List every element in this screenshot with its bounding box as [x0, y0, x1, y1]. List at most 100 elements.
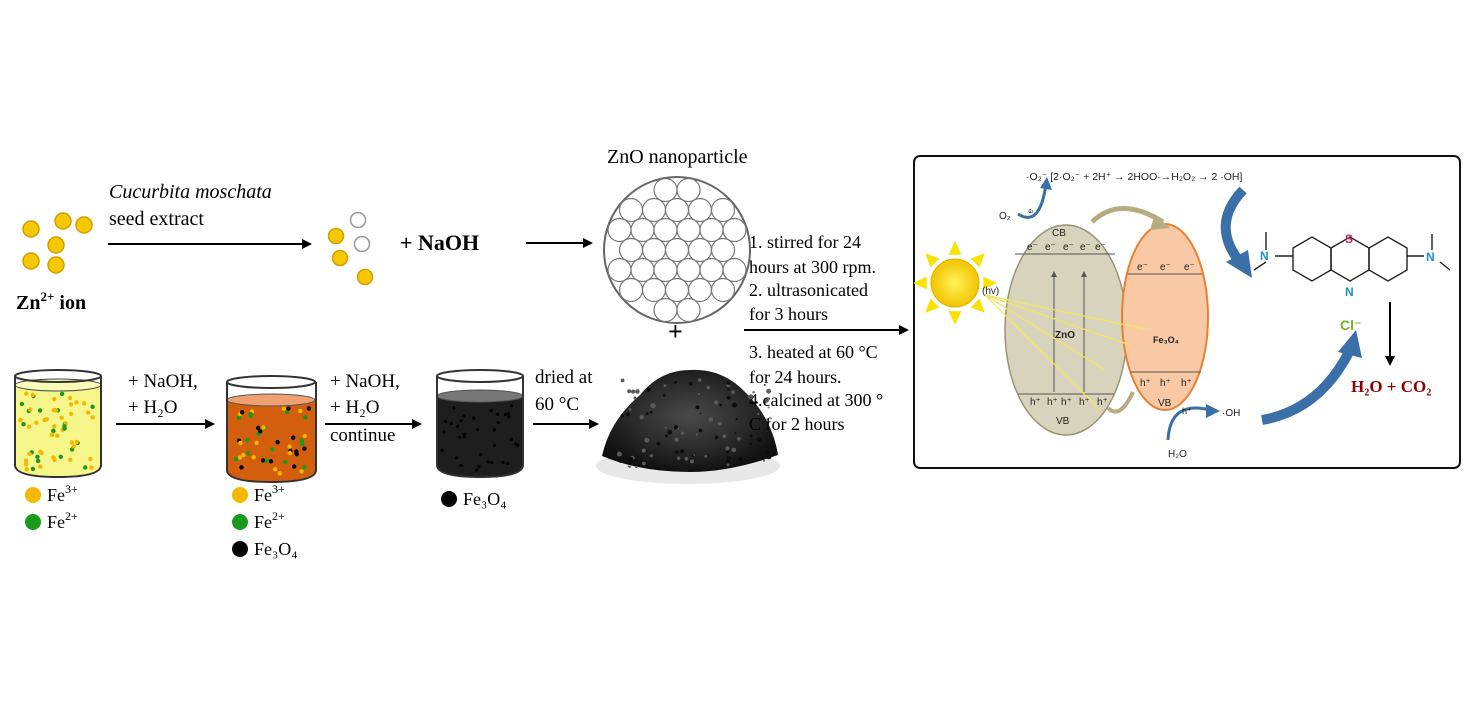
- fe3o4-label: Fe₃O₄: [1153, 335, 1179, 345]
- powder-grain: [650, 403, 656, 409]
- particle-dot: [19, 401, 25, 407]
- powder-grain: [619, 460, 622, 463]
- o2-reduction-head: [1040, 177, 1052, 190]
- particle-dot: [37, 408, 43, 413]
- particle-dot: [28, 407, 33, 412]
- particle-dot: [514, 442, 518, 446]
- legend-label: Fe₃O₄: [254, 539, 298, 559]
- particle-dot: [239, 410, 245, 415]
- light-ray: [984, 294, 1106, 371]
- particle-dot: [260, 458, 266, 463]
- particle-dot: [284, 410, 290, 415]
- zno-vb-label: VB: [1056, 416, 1070, 427]
- zno-nanoparticle-sphere: [603, 176, 751, 324]
- charge-label: e⁻: [1063, 242, 1074, 253]
- powder-grain: [699, 412, 702, 415]
- particle-dot: [270, 447, 275, 452]
- particle-dot: [302, 446, 307, 451]
- particle-dot: [30, 466, 36, 472]
- sun-ray: [983, 276, 997, 290]
- particle-dot: [52, 457, 57, 463]
- particle-dot: [477, 465, 481, 469]
- powder-grain: [767, 406, 770, 409]
- powder-grain: [757, 412, 760, 415]
- charge-label: h⁺: [1160, 378, 1171, 389]
- particle-dot: [67, 395, 73, 401]
- charge-label: e⁻: [1095, 242, 1106, 253]
- fe-electrons: e⁻e⁻e⁻: [1137, 262, 1195, 273]
- powder-grain: [677, 456, 681, 460]
- powder-grain: [766, 388, 771, 394]
- dried-label-1: dried at: [535, 367, 593, 388]
- powder-grain: [641, 448, 646, 453]
- powder-grain: [675, 450, 679, 455]
- powder-grain: [752, 391, 755, 394]
- particle-dot: [35, 454, 40, 459]
- hole-transfer-arrow: [1106, 391, 1135, 414]
- powder-grain: [673, 425, 679, 430]
- particle-dot: [294, 449, 299, 454]
- particle-dot: [283, 459, 288, 465]
- powder-grain: [688, 381, 693, 386]
- particle-dot: [455, 456, 459, 460]
- legend-label: Fe3+: [254, 482, 285, 505]
- zno-particle: [710, 197, 736, 223]
- zno-particle: [607, 217, 632, 243]
- particle-dot: [506, 462, 510, 466]
- charge-label: e⁻: [1160, 262, 1171, 273]
- extract-label: seed extract: [109, 208, 204, 230]
- legend-swatch: [25, 514, 41, 530]
- radical-attack-arrow: [1220, 186, 1247, 266]
- particle-dot: [24, 467, 29, 472]
- radical-attack-head: [1226, 250, 1252, 278]
- powder-grain: [765, 450, 770, 456]
- particle-dot: [88, 456, 93, 462]
- particle-dot: [509, 404, 514, 408]
- particle-dot: [475, 468, 479, 472]
- particle-dot: [27, 451, 32, 457]
- legend-beaker-3: Fe₃O₄: [441, 489, 507, 509]
- powder-grain: [766, 418, 769, 421]
- particle-dot: [509, 437, 513, 441]
- dried-label-2: 60 °C: [535, 394, 579, 415]
- zno-particle: [653, 257, 678, 283]
- sun-ray: [925, 298, 940, 313]
- oh-radical-label: ·OH: [1222, 408, 1240, 419]
- powder-grain: [714, 400, 719, 405]
- powder-grain: [690, 459, 694, 464]
- zno-particle: [618, 277, 644, 303]
- particle-dot: [490, 460, 494, 464]
- particle-dot: [53, 408, 58, 413]
- powder-grain: [719, 403, 722, 407]
- electron-transfer-head: [1150, 214, 1170, 230]
- zno-holes: h⁺h⁺h⁺h⁺h⁺: [1030, 397, 1108, 408]
- particle-dot: [55, 433, 60, 438]
- powder-grain: [667, 429, 672, 435]
- zno-particle: [722, 257, 747, 283]
- zno-particle: [676, 297, 701, 323]
- methylene-blue-molecule: [1253, 232, 1451, 282]
- powder-grain: [646, 387, 651, 392]
- powder-grain: [727, 395, 731, 400]
- particle-dot: [21, 422, 26, 427]
- fe-holes: h⁺h⁺h⁺: [1140, 378, 1192, 389]
- powder-grain: [664, 434, 668, 438]
- zno-particle: [641, 197, 667, 223]
- particle-dot: [35, 458, 41, 464]
- mb-n-right: N: [1426, 250, 1435, 264]
- particle-dot: [496, 421, 500, 425]
- legend-label: Fe2+: [254, 509, 285, 532]
- zno-particle: [641, 277, 667, 303]
- charge-label: e⁻: [1027, 242, 1038, 253]
- particle-dot: [24, 391, 29, 396]
- oh-attack-head: [1338, 330, 1362, 358]
- particle-dot: [51, 428, 56, 433]
- powder-grain: [708, 417, 714, 422]
- sun-ray: [913, 276, 927, 290]
- powder-grain: [635, 389, 640, 394]
- sun-ray: [970, 298, 985, 313]
- zno-particle: [664, 277, 690, 303]
- particle-dot: [236, 415, 242, 420]
- zno-particle: [687, 277, 713, 303]
